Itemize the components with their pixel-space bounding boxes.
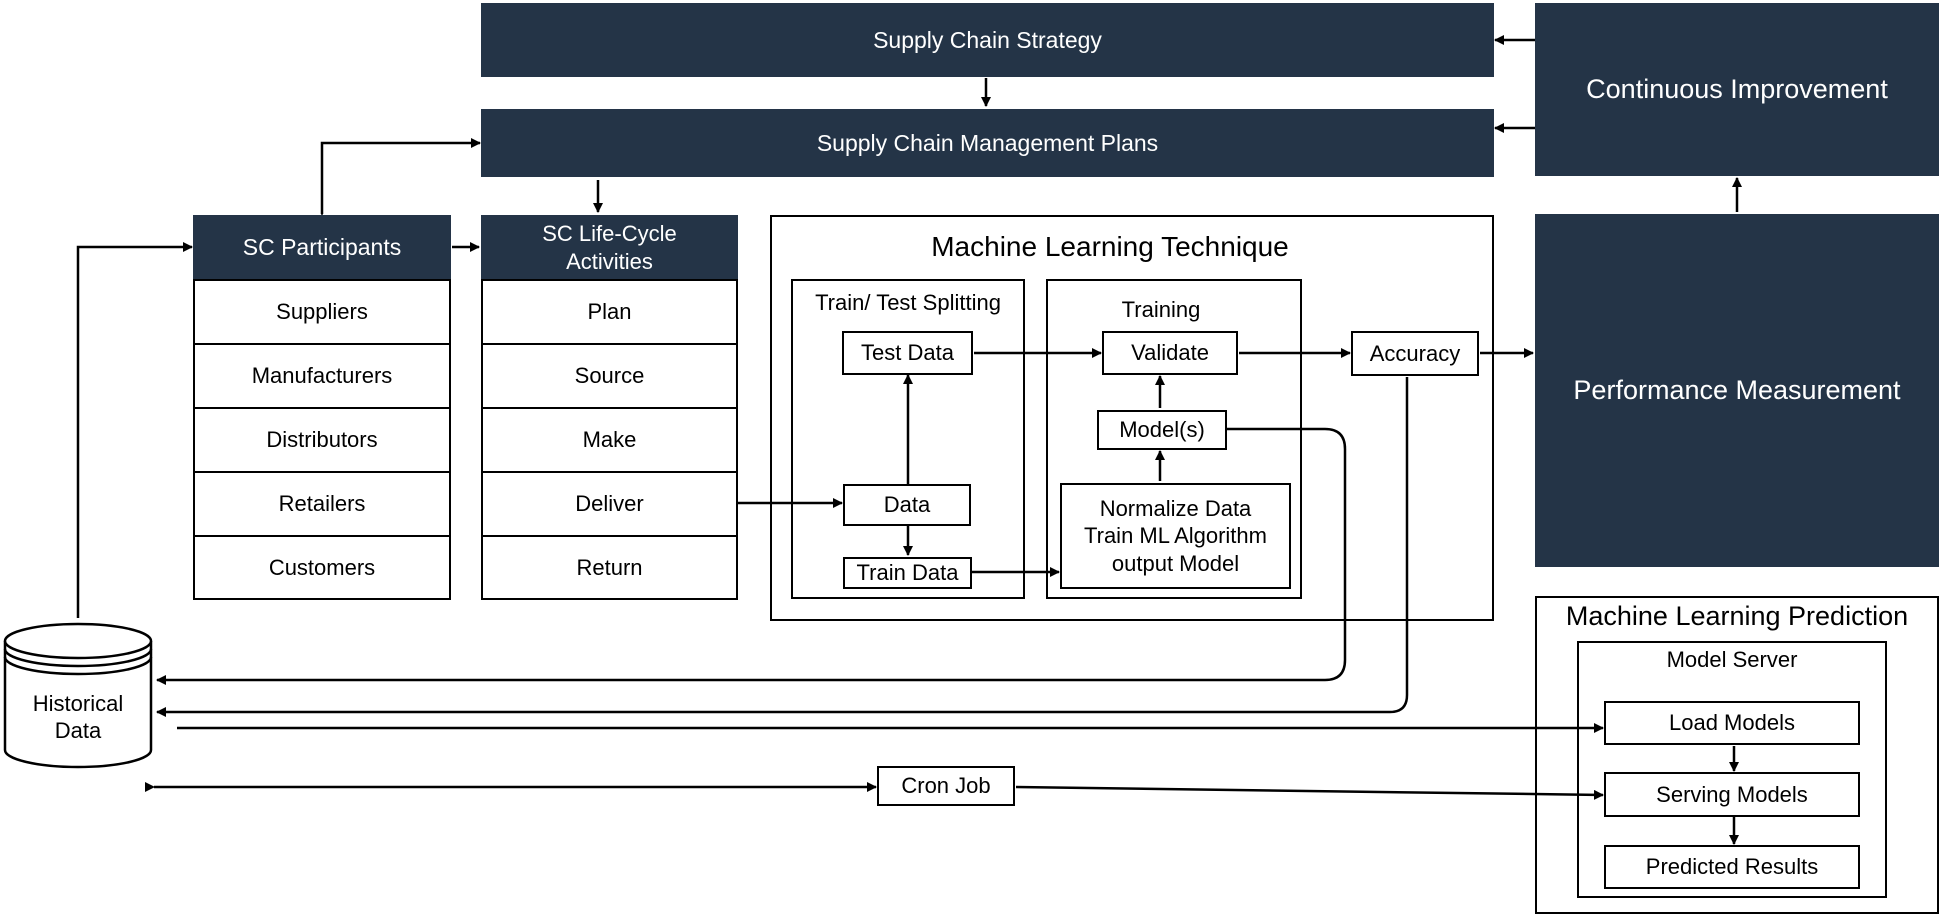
load-models-box: Load Models (1604, 701, 1860, 745)
cron-job-box: Cron Job (877, 766, 1015, 806)
training-frame (1046, 279, 1302, 599)
participant-item: Manufacturers (193, 343, 451, 409)
arrow-models-to-historical (156, 427, 1347, 685)
models-box: Model(s) (1097, 410, 1227, 450)
serving-models-box: Serving Models (1604, 772, 1860, 817)
normalize-line2: Train ML Algorithm (1084, 523, 1267, 549)
model-server-frame (1577, 641, 1887, 898)
data-box: Data (843, 484, 971, 526)
normalize-line3: output Model (1111, 550, 1240, 576)
validate-box: Validate (1102, 331, 1238, 375)
historical-line1: Historical (32, 690, 124, 716)
lifecycle-item: Deliver (481, 471, 738, 537)
supply-chain-strategy: Supply Chain Strategy (481, 3, 1494, 77)
train-test-splitting-frame (791, 279, 1025, 599)
historical-data-label: Historical Data (8, 685, 148, 749)
test-data-box: Test Data (842, 331, 973, 375)
ml-technique-title: Machine Learning Technique (931, 231, 1289, 262)
participant-item: Suppliers (193, 279, 451, 345)
lifecycle-item: Return (481, 535, 738, 600)
arrow-historical-to-participants (76, 242, 193, 618)
sc-lifecycle-header: SC Life-Cycle Activities (481, 215, 738, 280)
lifecycle-item: Source (481, 343, 738, 409)
ml-technique-frame (770, 215, 1494, 621)
ml-prediction-frame (1535, 596, 1939, 914)
ml-prediction-title: Machine Learning Prediction (1565, 601, 1909, 631)
participant-item: Distributors (193, 407, 451, 473)
train-data-box: Train Data (843, 557, 972, 589)
accuracy-box: Accuracy (1351, 331, 1479, 376)
participant-item: Customers (193, 535, 451, 600)
arrow-cronjob-to-serving (1015, 785, 1604, 800)
lifecycle-item: Make (481, 407, 738, 473)
historical-data-cylinder (3, 622, 153, 769)
normalize-line1: Normalize Data (1099, 495, 1252, 521)
continuous-improvement: Continuous Improvement (1535, 3, 1939, 176)
lifecycle-header-line2: Activities (566, 248, 653, 274)
sc-participants-header: SC Participants (193, 215, 451, 280)
arrow-accuracy-to-historical (156, 377, 1409, 717)
model-server-title: Model Server (1666, 647, 1798, 672)
training-title: Training (1121, 297, 1201, 322)
supply-chain-management-plans: Supply Chain Management Plans (481, 109, 1494, 177)
arrow-participants-plans (317, 138, 481, 223)
normalize-train-box: Normalize Data Train ML Algorithm output… (1060, 483, 1291, 589)
predicted-results-box: Predicted Results (1604, 845, 1860, 889)
performance-measurement: Performance Measurement (1535, 214, 1939, 567)
lifecycle-header-line1: SC Life-Cycle (542, 221, 677, 246)
train-test-splitting-title: Train/ Test Splitting (815, 290, 1001, 315)
participant-item: Retailers (193, 471, 451, 537)
lifecycle-item: Plan (481, 279, 738, 345)
historical-line2: Data (54, 718, 102, 743)
